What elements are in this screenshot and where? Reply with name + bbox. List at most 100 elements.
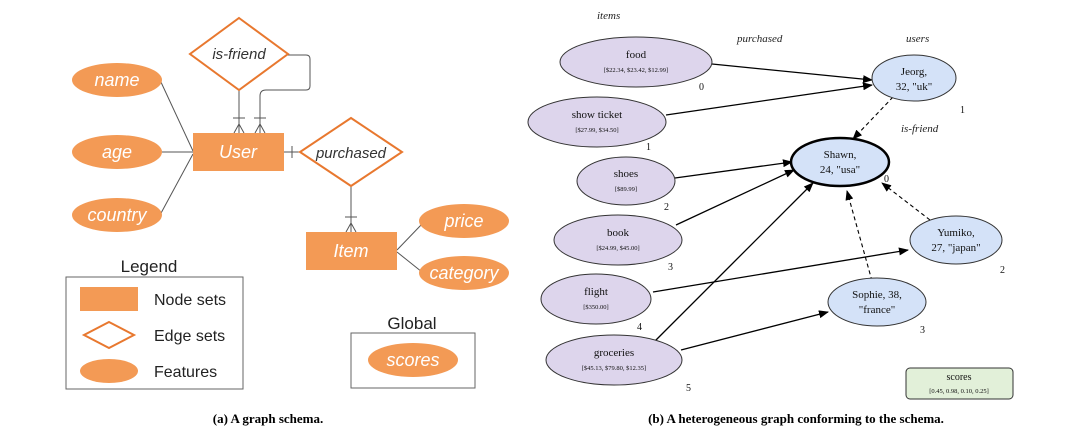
legend-feature-swatch [80, 359, 138, 383]
schema-connectors [159, 54, 423, 273]
item-node-flight: flight [$350.00] 4 [540, 273, 652, 333]
item-node-label: Item [333, 241, 368, 261]
item-index: 2 [664, 202, 669, 213]
crow-1b [238, 123, 245, 134]
user-ellipse [789, 136, 891, 188]
item-name: flight [584, 286, 608, 298]
edge-book-shawn [675, 169, 795, 226]
is-friend-label: is-friend [212, 46, 266, 63]
edge-groceries-sophie [680, 310, 829, 351]
category-feature-ellipse [419, 256, 509, 290]
user-index: 0 [884, 174, 889, 185]
country-feature-label: country [87, 205, 147, 225]
item-ellipse [553, 214, 683, 266]
header-purchased: purchased [736, 33, 783, 45]
item-index: 1 [646, 142, 651, 153]
crow-1a [233, 123, 240, 134]
edge-jeorg-shawn [852, 96, 894, 140]
edge-shoes-shawn [674, 159, 793, 179]
friend-edges [845, 96, 931, 282]
user-node-shawn: Shawn, 24, "usa" 0 [789, 136, 891, 188]
user-line1: Yumiko, [937, 227, 975, 239]
user-node-yumiko: Yumiko, 27, "japan" 2 [909, 215, 1005, 276]
item-ellipse [540, 273, 652, 325]
item-index: 4 [637, 322, 642, 333]
category-feature-label: category [429, 263, 499, 283]
item-name: groceries [594, 347, 634, 359]
item-index: 3 [668, 262, 673, 273]
item-index: 0 [699, 82, 704, 93]
user-node-set [193, 133, 284, 171]
legend-edge-label: Edge sets [154, 328, 225, 345]
isfriend-loop-line [259, 54, 311, 133]
item-name: show ticket [572, 109, 622, 121]
age-feature-label: age [102, 142, 132, 162]
item-node-shoes: shoes [$89.99] 2 [576, 156, 676, 213]
name-user-line [159, 79, 194, 152]
scores-values: [0.45, 0.98, 0.10, 0.25] [929, 388, 989, 395]
item-ellipse [527, 96, 667, 148]
item-node-show-ticket: show ticket [$27.99, $34.50] 1 [527, 96, 667, 153]
user-index: 3 [920, 325, 925, 336]
user-ellipse [871, 54, 957, 102]
user-line1: Jeorg, [901, 66, 928, 78]
header-items: items [597, 10, 620, 22]
age-feature-ellipse [72, 135, 162, 169]
schema-caption: (a) A graph schema. [213, 411, 324, 426]
item-price-line [396, 223, 423, 251]
edge-sophie-shawn [845, 190, 873, 282]
legend-feature-label: Features [154, 364, 217, 381]
legend-edge-swatch [81, 320, 137, 350]
user-line1: Shawn, [824, 149, 857, 161]
price-feature-ellipse [419, 204, 509, 238]
item-values: [$350.00] [583, 304, 608, 311]
user-index: 1 [960, 105, 965, 116]
legend-node-label: Node sets [154, 292, 226, 309]
user-line2: 24, "usa" [820, 164, 860, 176]
purchased-label: purchased [315, 145, 387, 162]
item-values: [$24.99, $45.00] [596, 245, 639, 252]
legend-title: Legend [121, 257, 178, 276]
name-feature-ellipse [72, 63, 162, 97]
item-node-groceries: groceries [$45.13, $79.80, $12.35] 5 [545, 334, 691, 394]
item-ellipse [559, 36, 713, 88]
scores-feature-label: scores [386, 350, 439, 370]
item-name: book [607, 227, 630, 239]
purchased-edge-set [298, 116, 404, 188]
user-node-label: User [219, 142, 258, 162]
user-line1: Sophie, 38, [852, 289, 902, 301]
crow-2a [254, 123, 261, 134]
header-is-friend: is-friend [901, 123, 939, 135]
graph-caption: (b) A heterogeneous graph conforming to … [648, 411, 944, 426]
item-node-book: book [$24.99, $45.00] 3 [553, 214, 683, 273]
schema-panel: name age country is-friend User purchase… [65, 16, 509, 426]
edge-showticket-jeorg [665, 82, 873, 116]
country-user-line [159, 153, 194, 216]
item-values: [$27.99, $34.50] [575, 127, 618, 134]
scores-feature-ellipse [368, 343, 458, 377]
graph-panel: items purchased users is-friend food [$2… [527, 10, 1014, 426]
crow-2b [259, 123, 266, 134]
user-index: 2 [1000, 265, 1005, 276]
user-line2: 27, "japan" [931, 242, 980, 254]
item-ellipse [576, 156, 676, 206]
item-values: [$22.34, $23.42, $12.99] [604, 67, 668, 74]
header-users: users [906, 33, 929, 45]
user-line2: 32, "uk" [896, 81, 932, 93]
legend-box [65, 276, 244, 390]
crow-3b [350, 222, 357, 233]
item-index: 5 [686, 383, 691, 394]
item-values: [$45.13, $79.80, $12.35] [582, 365, 646, 372]
user-node-jeorg: Jeorg, 32, "uk" 1 [871, 54, 965, 116]
price-feature-label: price [443, 211, 483, 231]
global-title: Global [387, 314, 436, 333]
global-box [350, 332, 476, 389]
scores-box [905, 367, 1014, 400]
legend-node-swatch [80, 287, 138, 311]
item-category-line [396, 251, 423, 273]
edge-food-jeorg [711, 63, 873, 84]
item-name: shoes [614, 168, 638, 180]
item-ellipse [545, 334, 683, 386]
item-values: [$89.99] [615, 186, 637, 193]
